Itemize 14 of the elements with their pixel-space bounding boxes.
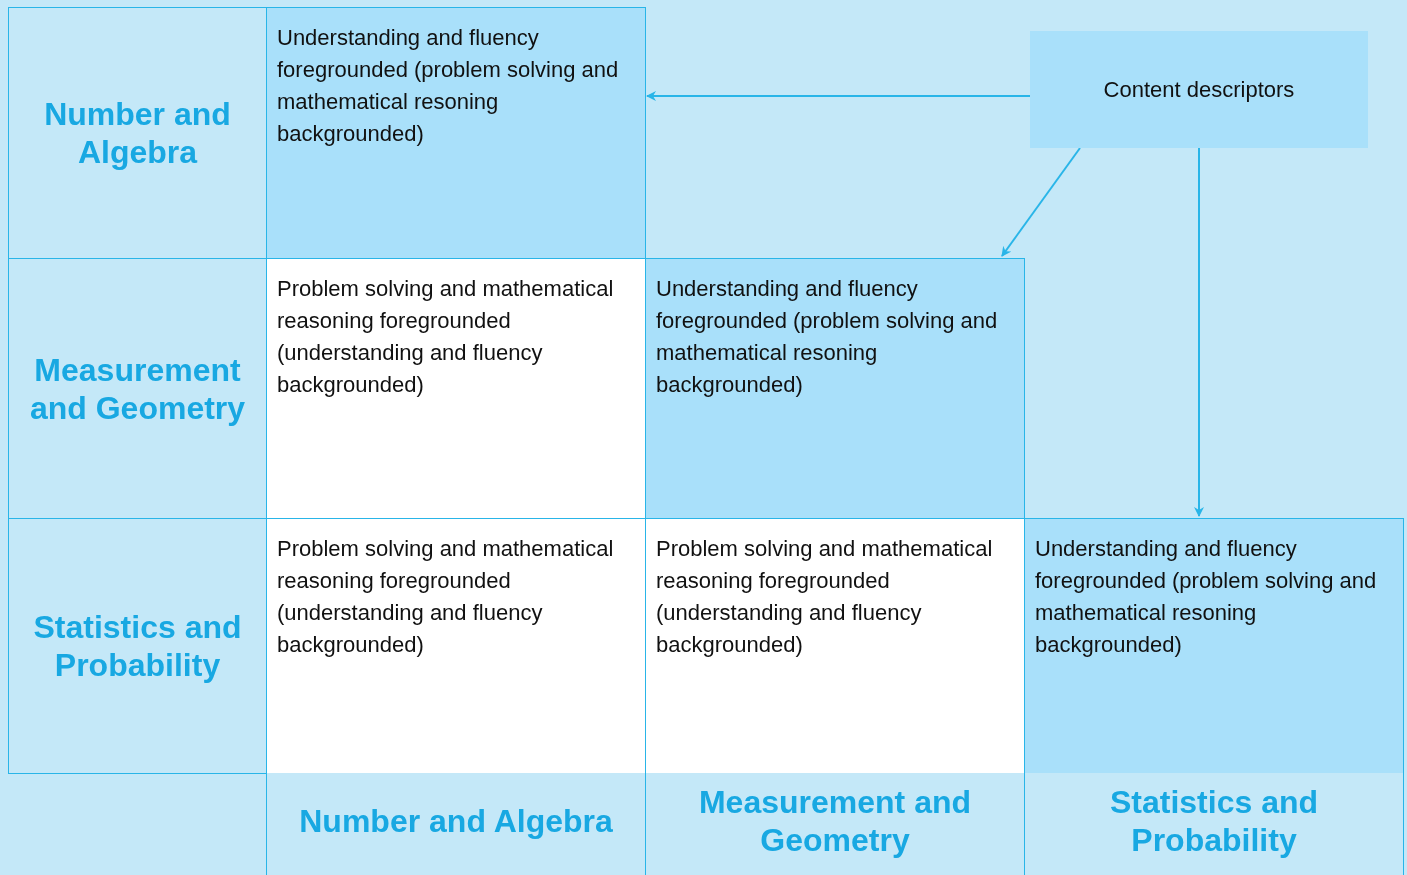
arrow xyxy=(1194,147,1204,517)
arrow xyxy=(646,91,1031,101)
row-header: Statistics and Probability xyxy=(8,518,267,774)
column-header: Number and Algebra xyxy=(266,773,646,875)
table-cell: Understanding and fluency foregrounded (problem solving and mathematical resoning backgrounded) xyxy=(1024,518,1404,774)
content-descriptors-box: Content descriptors xyxy=(1030,31,1368,148)
table-cell: Understanding and fluency foregrounded (problem solving and mathematical resoning backgrounded) xyxy=(645,258,1025,519)
arrow xyxy=(1001,147,1081,257)
row-header: Number and Algebra xyxy=(8,7,267,259)
table-cell: Problem solving and mathematical reasoning foregrounded (understanding and fluency backgrounded) xyxy=(645,518,1025,774)
column-header: Statistics and Probability xyxy=(1024,773,1404,875)
table-cell: Problem solving and mathematical reasoning foregrounded (understanding and fluency backgrounded) xyxy=(266,518,646,774)
table-cell: Understanding and fluency foregrounded (problem solving and mathematical resoning backgrounded) xyxy=(266,7,646,259)
table-cell: Problem solving and mathematical reasoning foregrounded (understanding and fluency backgrounded) xyxy=(266,258,646,519)
